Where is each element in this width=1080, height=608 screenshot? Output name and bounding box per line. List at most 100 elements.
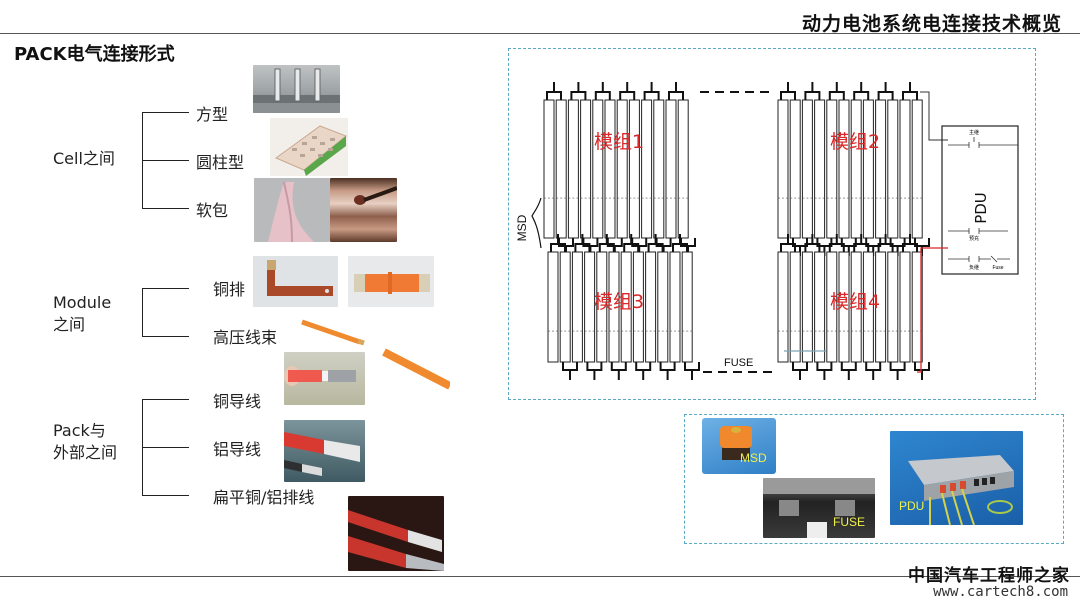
pdu-main-relay — [948, 137, 1018, 148]
pouch-closeup-graphic — [354, 186, 397, 205]
msd-photo-label: MSD — [740, 451, 767, 465]
aluminum-wire-photo — [284, 420, 365, 482]
cell-connector-top — [643, 82, 660, 100]
cell-connector-top — [668, 82, 684, 100]
module-label-3: 模组3 — [594, 291, 644, 313]
flat-bar-graphic — [348, 510, 444, 571]
battery-cell — [801, 251, 813, 363]
battery-cell — [911, 99, 923, 239]
tree-branch — [142, 447, 189, 448]
battery-cell — [789, 99, 801, 239]
msd-label: MSD — [515, 214, 529, 241]
msd-connector — [531, 197, 542, 249]
pdu-precharge-label: 预充 — [969, 235, 979, 242]
cell-connector-top — [647, 234, 664, 252]
item-label-hv-harness: 高压线束 — [213, 328, 278, 347]
battery-cell — [850, 99, 862, 239]
pdu-relay-label: 主继 — [969, 129, 979, 136]
fuse-label: FUSE — [724, 357, 753, 369]
copper-wire-photo — [284, 352, 365, 405]
cell-connector-top — [570, 82, 587, 100]
cell-connector-top — [619, 82, 636, 100]
cell-connector-bottom — [840, 362, 857, 380]
module-label-1: 模组1 — [594, 131, 644, 153]
battery-cell — [547, 251, 559, 363]
tree-branch — [142, 336, 189, 337]
fuse-photo: FUSE — [763, 478, 875, 538]
battery-cell — [559, 251, 571, 363]
copper-busbar-photo-a — [253, 256, 338, 307]
prismatic-cell-photo — [253, 65, 340, 113]
item-label-copper-busbar: 铜排 — [213, 280, 246, 299]
battery-cell — [628, 99, 640, 239]
battery-cell — [645, 251, 657, 363]
msd-photo: MSD — [702, 418, 776, 474]
battery-cell — [899, 99, 911, 239]
watermark-url: www.cartech8.com — [933, 584, 1068, 600]
cell-connector-top — [804, 82, 821, 100]
cell-connector-bottom — [635, 362, 652, 380]
battery-cell — [604, 99, 616, 239]
cell-connector-bottom — [586, 362, 603, 380]
pdu-box — [941, 125, 1019, 275]
cell-connector-top — [853, 234, 870, 252]
battery-cell — [826, 99, 838, 239]
copper-busbar-photo-b — [348, 256, 434, 307]
pdu-fuse-label: Fuse — [992, 265, 1003, 271]
hv-harness-photo-a — [301, 319, 365, 346]
battery-cell — [543, 99, 555, 239]
item-label-aluminum-wire: 铝导线 — [213, 440, 262, 459]
battery-cell — [875, 99, 887, 239]
cell-connector-top — [853, 82, 870, 100]
cell-connector-top — [780, 234, 796, 252]
group-label-cell: Cell之间 — [53, 148, 115, 170]
pdu-photo: PDU — [890, 431, 1023, 525]
system-diagram-frame — [508, 48, 1036, 400]
pdu-photo-label: PDU — [899, 499, 925, 513]
cell-connector-bottom — [865, 362, 882, 380]
group-label-module: Module 之间 — [53, 292, 111, 336]
pouch-tab-graphic — [268, 181, 314, 242]
battery-cell — [580, 99, 592, 239]
item-label-cylindrical: 圆柱型 — [196, 153, 245, 172]
flexible-busbar-graphic — [354, 272, 430, 294]
pdu-graphic — [908, 455, 1014, 525]
battery-cell — [887, 99, 899, 239]
system-schematic: MSD FUSE 模组1 模组2 模组3 模组4 PDU 主继 预充 负继 Fu… — [515, 82, 1019, 380]
cell-connector-top — [598, 234, 615, 252]
aluminum-wire-graphic — [284, 432, 360, 476]
group-label-line: 外部之间 — [53, 443, 118, 462]
tree-branch — [142, 208, 189, 209]
tree-branch — [142, 288, 189, 289]
components-frame — [684, 414, 1064, 544]
battery-cell — [681, 251, 693, 363]
cell-connector-top — [828, 234, 845, 252]
copper-wire-graphic — [284, 366, 356, 386]
cell-connector-bottom — [889, 362, 906, 380]
cell-connector-bottom — [659, 362, 676, 380]
cell-connector-bottom — [562, 362, 578, 380]
pdu-negative-relay — [948, 255, 1010, 263]
battery-cell — [669, 251, 681, 363]
group-label-line: 之间 — [53, 315, 86, 334]
cell-connector-bottom — [610, 362, 627, 380]
item-label-pouch: 软包 — [196, 201, 229, 220]
tree-branch — [142, 495, 189, 496]
cell-connector-bottom — [792, 362, 808, 380]
pdu-precharge-relay — [948, 228, 1008, 234]
battery-module-1 — [543, 82, 696, 256]
fuse-graphic — [763, 478, 875, 538]
cell-connector-top — [780, 82, 796, 100]
item-label-prismatic: 方型 — [196, 105, 229, 124]
header-divider — [0, 33, 1080, 34]
cell-connector-top — [550, 234, 566, 252]
group-label-line: Pack与 — [53, 421, 106, 440]
battery-cell — [641, 99, 653, 239]
battery-cell — [665, 99, 677, 239]
battery-modules — [543, 82, 930, 380]
battery-cell — [899, 251, 911, 363]
cell-connector-top — [623, 234, 640, 252]
battery-cell — [887, 251, 899, 363]
module-label-4: 模组4 — [830, 291, 880, 313]
item-label-copper-wire: 铜导线 — [213, 392, 262, 411]
